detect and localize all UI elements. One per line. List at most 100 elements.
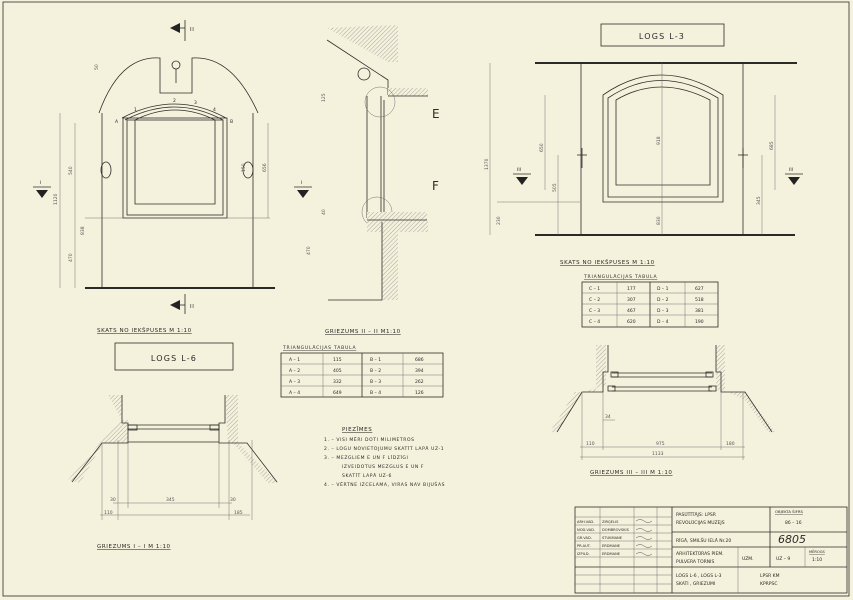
label: NOD.VAD. bbox=[577, 528, 595, 532]
label: PIEZĪMES bbox=[342, 426, 372, 433]
signatures bbox=[635, 519, 653, 556]
label: 918 bbox=[656, 136, 662, 145]
label: 345 bbox=[166, 497, 175, 503]
label: 150 bbox=[241, 163, 247, 172]
label: 830 bbox=[656, 216, 662, 225]
label: B – 4 bbox=[370, 390, 381, 396]
label: TRIANGULĀCIJAS TABULA bbox=[583, 273, 657, 280]
label: 110 bbox=[586, 441, 595, 447]
label: ARHITEKTŪRAS PIEM. bbox=[676, 550, 724, 557]
label: A – 2 bbox=[289, 368, 300, 374]
label: II bbox=[190, 27, 194, 33]
section-arrow-right: III bbox=[785, 167, 803, 185]
label: D – 4 bbox=[657, 319, 669, 325]
table-row: A – 4 649 B – 4 126 bbox=[289, 390, 424, 396]
label: 649 bbox=[333, 390, 342, 396]
label: 190 bbox=[695, 319, 704, 325]
label: III bbox=[517, 167, 521, 173]
label: 40 bbox=[321, 209, 327, 215]
label: MĒROGS bbox=[809, 549, 825, 554]
label: A – 4 bbox=[289, 390, 300, 396]
section-arrow-left: I bbox=[33, 180, 51, 198]
label: 126 bbox=[415, 390, 424, 396]
section-1-1: 30 345 30 110 185 GRIEZUMS I – I M 1:10 bbox=[68, 395, 278, 550]
label: D – 2 bbox=[657, 297, 669, 303]
section-arrow-top: II bbox=[170, 20, 194, 41]
label: B – 3 bbox=[370, 379, 381, 385]
section-arrow-bottom: II bbox=[170, 294, 194, 314]
label: 394 bbox=[415, 368, 424, 374]
label: 381 bbox=[695, 308, 704, 314]
label: 345 bbox=[756, 196, 762, 205]
label: 505 bbox=[552, 183, 558, 192]
label: SKATI , GRIEZUMI bbox=[676, 581, 715, 587]
label: UZM. bbox=[742, 556, 754, 562]
label-box-l3 bbox=[600, 23, 725, 47]
label: 6805 bbox=[778, 533, 806, 546]
elevation-l3: LOGS L-3 1370 650 505 230 830 918 685 34… bbox=[484, 23, 803, 266]
label: 470 bbox=[68, 253, 74, 262]
label: 470 bbox=[306, 246, 312, 255]
notes: PIEZĪMES 1. – VISI MĒRI DOTI MILIMETROS … bbox=[324, 426, 445, 488]
role-row: PR.AUT.ERDMANE bbox=[577, 544, 621, 548]
label: 332 bbox=[333, 379, 342, 385]
label: 30 bbox=[230, 497, 236, 503]
label: 650 bbox=[539, 143, 545, 152]
label: A – 3 bbox=[289, 379, 300, 385]
label: 34 bbox=[605, 414, 611, 420]
label: DOMBROVSKIS bbox=[602, 528, 630, 532]
label: 1 bbox=[134, 107, 137, 113]
label: B – 1 bbox=[370, 357, 381, 363]
view-title: GRIEZUMS I – I M 1:10 bbox=[97, 544, 171, 550]
label: III bbox=[789, 167, 793, 173]
label: 1133 bbox=[652, 451, 664, 457]
label: LOGS L-6 , LOGS L-3 bbox=[676, 573, 722, 579]
label: REVOLŪCIJAS MUZEJS bbox=[676, 519, 725, 526]
label: C – 1 bbox=[589, 286, 600, 292]
label: 2. – LOGU NOVIETOJUMU SKATĪT LAPĀ UZ-1 bbox=[324, 445, 444, 452]
label-l6: LOGS L-6 bbox=[151, 354, 197, 363]
label: 685 bbox=[769, 141, 775, 150]
label: 177 bbox=[627, 286, 636, 292]
label-box-l6 bbox=[114, 342, 234, 371]
label: 2 bbox=[173, 98, 176, 104]
label: 1120 bbox=[53, 193, 59, 205]
label: ERDMANE bbox=[602, 552, 621, 556]
label: PULVERA TORNIS bbox=[676, 559, 715, 565]
node-e-label: E bbox=[432, 107, 442, 121]
label: C – 2 bbox=[589, 297, 600, 303]
view-title: GRIEZUMS II – II M1:10 bbox=[325, 329, 401, 335]
label: 4 bbox=[213, 107, 216, 113]
label: 3 bbox=[194, 100, 197, 106]
elevation-l6: II A 1 2 3 4 B 1120 540 656 150 470 838 … bbox=[33, 20, 312, 334]
section-arrow-right: I bbox=[294, 180, 312, 198]
label: LOGS L-3 bbox=[639, 32, 685, 41]
label: 50 bbox=[94, 64, 100, 70]
title-block: ARH.VAD.ZIRĢELIS NOD.VAD.DOMBROVSKIS GR.… bbox=[574, 506, 848, 594]
label: 686 bbox=[415, 357, 424, 363]
view-title: SKATS NO IEKŠPUSES M 1:10 bbox=[97, 327, 192, 334]
label: TRIANGULĀCIJAS TABULA bbox=[282, 344, 356, 351]
label: KPRPSC bbox=[760, 581, 778, 587]
role-row: GR.VAD.STUKMANE bbox=[577, 536, 623, 540]
label: 115 bbox=[333, 357, 342, 363]
door-ring-left-icon bbox=[100, 161, 112, 179]
section-arrow-left: III bbox=[513, 167, 531, 185]
label: 262 bbox=[415, 379, 424, 385]
table-row: A – 3 332 B – 3 262 bbox=[289, 379, 424, 385]
label: 838 bbox=[80, 226, 86, 235]
label: GR.VAD. bbox=[577, 536, 592, 540]
label: I bbox=[301, 180, 302, 186]
label: II bbox=[190, 304, 194, 310]
view-title: GRIEZUMS III – III M 1:10 bbox=[590, 470, 673, 476]
label: 110 bbox=[104, 510, 113, 516]
label: 467 bbox=[627, 308, 636, 314]
label: 1:10 bbox=[812, 557, 822, 563]
label: LPSR KM bbox=[760, 573, 780, 579]
label: 180 bbox=[726, 441, 735, 447]
